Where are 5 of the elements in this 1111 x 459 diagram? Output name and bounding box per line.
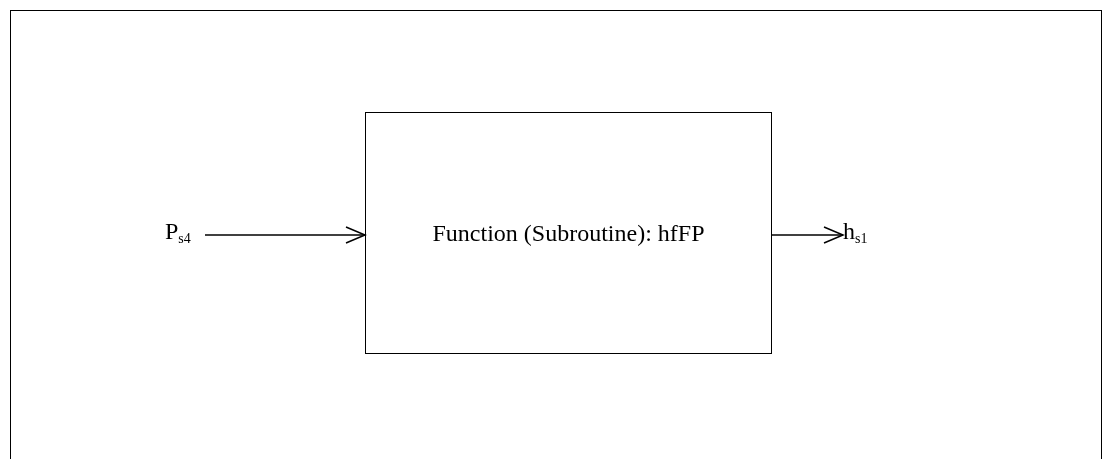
signal-label: P$_{s4}$ [165, 216, 205, 252]
arrow [204, 226, 366, 244]
process-box: Function (Subroutine): hfFP [365, 112, 772, 354]
signal-label: h$_{s1}$ [843, 216, 883, 252]
arrow [771, 226, 844, 244]
